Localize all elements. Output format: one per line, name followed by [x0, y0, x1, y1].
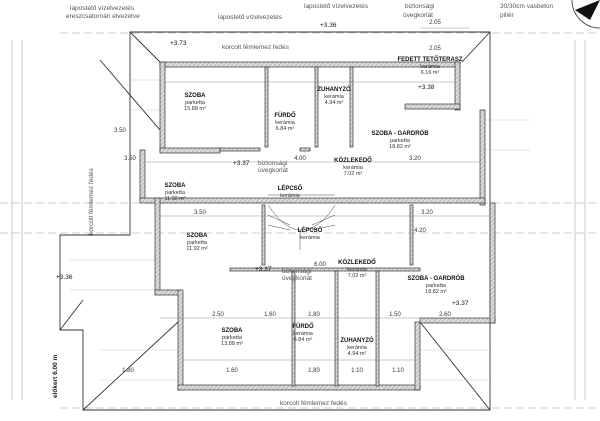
roof-seams	[70, 79, 530, 381]
dimension-label: 1.80	[308, 368, 320, 374]
dimension-label: 3.50	[194, 210, 206, 216]
dimension-label: 1.80	[308, 312, 320, 318]
staircase	[267, 194, 336, 250]
dimension-label: 3.20	[409, 156, 421, 162]
dimension-label: 6.00	[314, 262, 326, 268]
front-garden-label: előkert 6.00 m	[52, 354, 59, 398]
dimension-label: 2.05	[429, 46, 441, 52]
walls	[139, 61, 496, 391]
railing-note: biztonsági	[405, 3, 435, 10]
roof-drain-note: lapostető vízelvezetés	[218, 14, 282, 21]
roofing-note: korcolt fémlemez fedés	[222, 44, 289, 51]
roof-outline	[59, 31, 491, 411]
elevation-mark: +3.38	[418, 84, 435, 91]
dimension-label: 1.10	[351, 368, 363, 374]
dimension-label: 4.20	[414, 228, 426, 234]
dimension-label: 1.80	[122, 368, 134, 374]
pillar-note: 30/30cm vasbeton	[500, 3, 554, 10]
railing-note: üvegkorlát	[403, 12, 433, 19]
dimension-label: 4.00	[294, 156, 306, 162]
dimension-label: 1.60	[264, 312, 276, 318]
dimension-label: 1.10	[392, 368, 404, 374]
north-arrow-icon	[571, 0, 600, 29]
dimension-label: 1.50	[389, 312, 401, 318]
dimension-lines	[11, 27, 586, 400]
elevation-mark: +3.37	[233, 160, 250, 167]
dimension-label: 2.05	[429, 20, 441, 26]
elevation-mark: +3.36	[320, 22, 337, 29]
gutter-note: ereszcsatornán elvezetve	[66, 13, 140, 20]
roofing-note: korcolt fémlemez fedés	[88, 168, 95, 235]
dimension-label: 1.60	[226, 368, 238, 374]
roof-drain-note: lapostető vízelvezetés	[304, 3, 368, 10]
elevation-mark: +3.37	[255, 266, 272, 273]
dimension-label: 3.50	[114, 128, 126, 134]
elevation-mark: +3.36	[56, 274, 73, 281]
dimension-label: 2.60	[439, 312, 451, 318]
dimension-label: 3.50	[124, 156, 136, 162]
dimension-label: 3.20	[421, 210, 433, 216]
roofing-note: korcolt fémlemez fedés	[280, 400, 347, 407]
dimension-label: 2.50	[212, 312, 224, 318]
roof-drain-note: lapostető vízelvezetés	[70, 5, 134, 12]
pillar-note: pillér	[500, 12, 514, 19]
elevation-mark: +3.37	[452, 300, 469, 307]
elevation-mark: +3.73	[170, 40, 187, 47]
